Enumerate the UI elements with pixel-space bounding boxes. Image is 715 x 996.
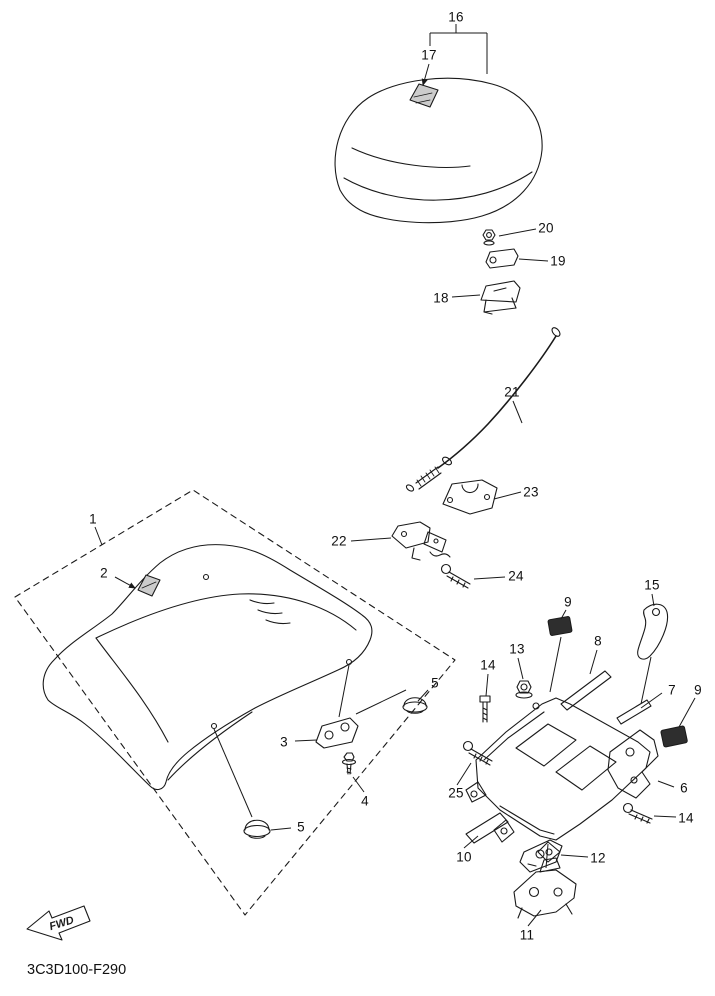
part-label-15: 15 [644,577,660,593]
rubber-block-9-right [660,725,688,748]
leader-lines [94,24,696,927]
part-label-16: 16 [448,9,464,25]
seat-lock-cable-illustration [405,327,561,492]
part-label-5: 5 [297,819,305,835]
part-label-4: 4 [361,793,369,809]
part-label-25: 25 [448,785,464,801]
part-label-20: 20 [538,220,554,236]
seat-lock-illustration [391,521,451,561]
part-label-1: 1 [89,511,97,527]
diagram-code: 3C3D100-F290 [27,962,127,978]
cable-bracket-illustration [442,479,498,515]
rubber-damper-illustrations [243,697,428,839]
lock-bracket-illustration [513,857,577,919]
part-label-18: 18 [433,290,449,306]
screw-24-illustration [440,563,471,589]
part-label-22: 22 [331,533,347,549]
fwd-arrow: FWD [26,905,91,941]
part-label-3: 3 [280,734,288,750]
part-label-14: 14 [678,810,694,826]
part-label-8: 8 [594,633,602,649]
part-label-11: 11 [519,927,535,943]
strip-7-illustration [616,699,652,725]
strip-8-illustration [560,670,612,711]
part-label-2: 2 [100,565,108,581]
dashed-boundary [14,489,456,916]
striker-hardware-illustration [480,229,521,315]
part-label-13: 13 [509,641,525,657]
part-label-19: 19 [550,253,566,269]
hook-band-illustration [637,603,669,660]
side-bracket-illustration [607,729,659,799]
seat-stay-frame-illustration [465,697,651,863]
part-label-21: 21 [504,384,520,400]
part-label-10: 10 [456,849,472,865]
part-label-12: 12 [590,850,606,866]
part-label-14: 14 [480,657,496,673]
seat-bracket-illustration [315,717,359,775]
main-seat-illustration [42,544,373,791]
part-label-5: 5 [431,675,439,691]
rear-seat-illustration [334,77,543,224]
rubber-block-9-top [547,616,573,636]
pad-strip-10-illustration [465,812,509,844]
part-label-23: 23 [523,484,539,500]
part-label-7: 7 [668,682,676,698]
flange-nut-illustration [515,680,533,699]
part-label-17: 17 [421,47,437,63]
part-label-9: 9 [564,594,572,610]
lock-plate-illustration [519,839,563,873]
part-label-6: 6 [680,780,688,796]
part-label-9: 9 [694,682,702,698]
part-label-24: 24 [508,568,524,584]
screw-illustrations [462,695,653,824]
